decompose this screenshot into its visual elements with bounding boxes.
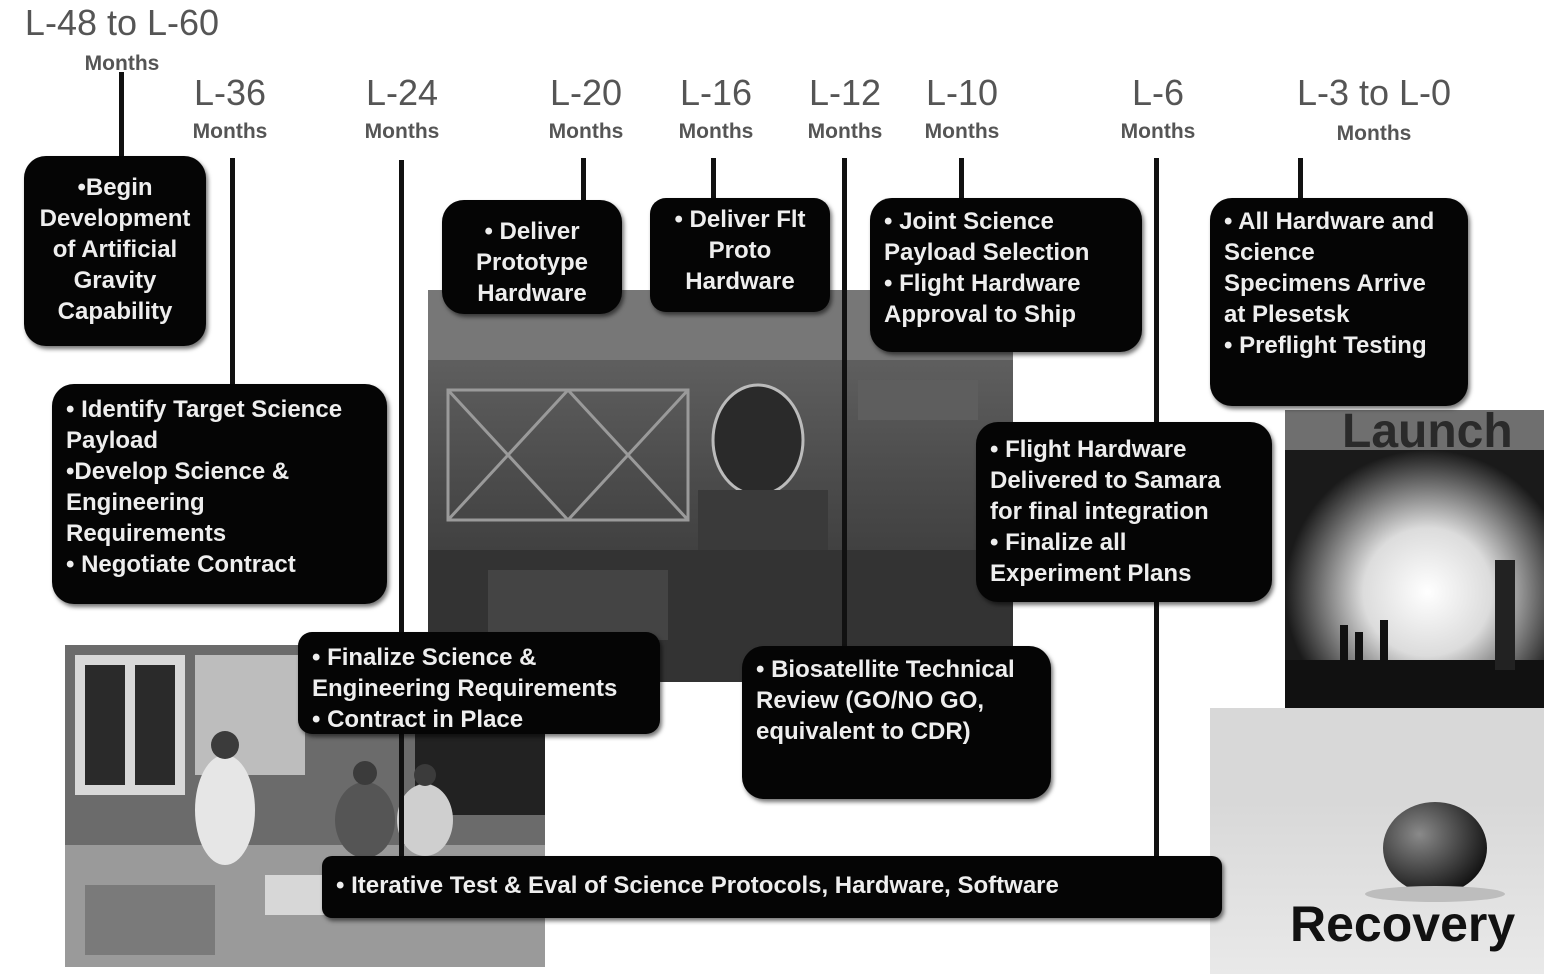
milestone-l6-label: L-6: [1131, 72, 1185, 113]
milestone-l48-label: L-48 to L-60: [24, 2, 220, 43]
milestone-l20-unit: Months: [548, 120, 624, 143]
milestone-l16-unit: Months: [678, 120, 754, 143]
milestone-l10-unit: Months: [924, 120, 1000, 143]
tick-l10: [959, 158, 964, 200]
box-joint-science: • Joint Science Payload Selection • Flig…: [870, 198, 1142, 352]
box-begin-development: •Begin Development of Artificial Gravity…: [24, 156, 206, 346]
box-identify-target: • Identify Target Science Payload •Devel…: [52, 384, 387, 604]
milestone-l3-label: L-3 to L-0: [1296, 72, 1452, 113]
box-all-hardware: • All Hardware and Science Specimens Arr…: [1210, 198, 1468, 406]
tick-l16: [711, 158, 716, 200]
tick-l3: [1298, 158, 1303, 200]
milestone-l10-label: L-10: [925, 72, 999, 113]
milestone-l12-unit: Months: [807, 120, 883, 143]
milestone-l12-label: L-12: [808, 72, 882, 113]
box-iterative-test: • Iterative Test & Eval of Science Proto…: [322, 856, 1222, 918]
tick-l36: [230, 158, 235, 384]
tick-l12: [842, 158, 847, 646]
milestone-l36-unit: Months: [192, 120, 268, 143]
milestone-l16-label: L-16: [679, 72, 753, 113]
milestone-l24-label: L-24: [365, 72, 439, 113]
tick-l24: [399, 160, 404, 860]
milestone-l24-unit: Months: [364, 120, 440, 143]
recovery-label: Recovery: [1290, 896, 1516, 952]
milestone-l3-unit: Months: [1336, 122, 1412, 145]
launch-photo: [1285, 410, 1544, 708]
tick-l20: [581, 158, 586, 200]
box-biosatellite-review: • Biosatellite Technical Review (GO/NO G…: [742, 646, 1051, 799]
recovery-photo: [1210, 708, 1544, 974]
tick-l48: [119, 72, 124, 156]
milestone-l48-unit: Months: [84, 52, 160, 75]
launch-label: Launch: [1342, 405, 1513, 458]
box-deliver-flt-proto: • Deliver Flt Proto Hardware: [650, 198, 830, 312]
box-flight-hw-delivered: • Flight Hardware Delivered to Samara fo…: [976, 422, 1272, 602]
milestone-l20-label: L-20: [549, 72, 623, 113]
box-deliver-prototype: • Deliver Prototype Hardware: [442, 200, 622, 314]
milestone-l36-label: L-36: [193, 72, 267, 113]
box-finalize-science: • Finalize Science & Engineering Require…: [298, 632, 660, 734]
milestone-l6-unit: Months: [1120, 120, 1196, 143]
